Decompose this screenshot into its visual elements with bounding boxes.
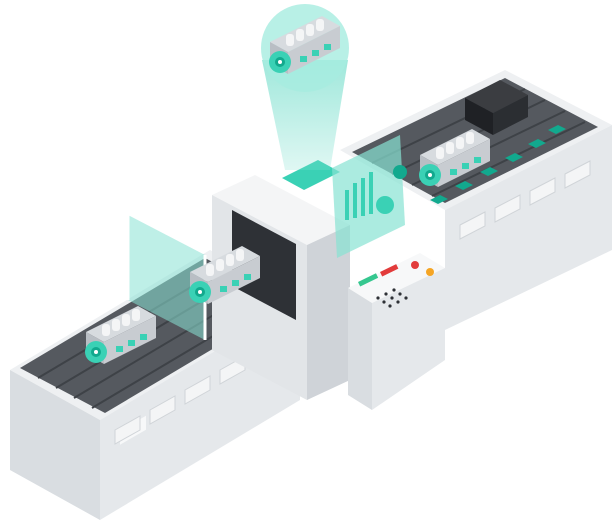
teal-part-markers bbox=[430, 125, 566, 204]
joystick-knob bbox=[426, 268, 434, 276]
data-display-panel bbox=[332, 135, 407, 258]
black-crate-icon bbox=[465, 80, 528, 135]
scanner-machine bbox=[212, 160, 350, 400]
control-panel-icon bbox=[348, 253, 445, 410]
emergency-button bbox=[411, 261, 419, 269]
scanner-tunnel bbox=[232, 210, 296, 320]
hologram-scanner-icon bbox=[261, 4, 349, 170]
